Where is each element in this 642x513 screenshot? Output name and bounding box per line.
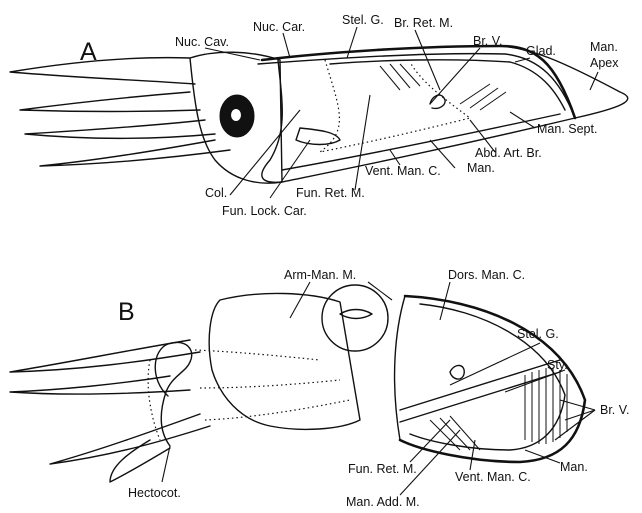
label-man-add-m: Man. Add. M. — [346, 495, 420, 509]
label-man-apex-2: Apex — [590, 56, 619, 70]
label-stel-g: Stel. G. — [342, 13, 384, 27]
label-br-ret-m: Br. Ret. M. — [394, 16, 453, 30]
panel-a: A — [10, 13, 628, 218]
label-stel-g-b: Stel. G. — [517, 327, 559, 341]
label-sty: Sty. — [547, 358, 568, 372]
panel-b-labels: Arm-Man. M. Dors. Man. C. Stel. G. Sty. … — [128, 268, 629, 509]
label-fun-ret-m-b: Fun. Ret. M. — [348, 462, 417, 476]
label-hectocot: Hectocot. — [128, 486, 181, 500]
label-man-b: Man. — [560, 460, 588, 474]
panel-b-label: B — [118, 298, 135, 326]
label-abd-art-br: Abd. Art. Br. — [475, 146, 542, 160]
label-man-apex-1: Man. — [590, 40, 618, 54]
squid-b-drawing — [10, 285, 585, 482]
label-vent-man-c-b: Vent. Man. C. — [455, 470, 531, 484]
label-dors-man-c: Dors. Man. C. — [448, 268, 525, 282]
label-br-v-b: Br. V. — [600, 403, 629, 417]
label-br-v: Br. V. — [473, 34, 502, 48]
label-glad: Glad. — [526, 44, 556, 58]
label-fun-ret-m-a: Fun. Ret. M. — [296, 186, 365, 200]
label-man-sept: Man. Sept. — [537, 122, 597, 136]
label-arm-man-m: Arm-Man. M. — [284, 268, 356, 282]
squid-a-drawing — [10, 46, 628, 183]
panel-b: B — [10, 268, 629, 509]
label-fun-lock-car: Fun. Lock. Car. — [222, 204, 307, 218]
label-man-a: Man. — [467, 161, 495, 175]
label-nuc-cav: Nuc. Cav. — [175, 35, 229, 49]
label-vent-man-c-a: Vent. Man. C. — [365, 164, 441, 178]
label-nuc-car: Nuc. Car. — [253, 20, 305, 34]
label-col: Col. — [205, 186, 227, 200]
